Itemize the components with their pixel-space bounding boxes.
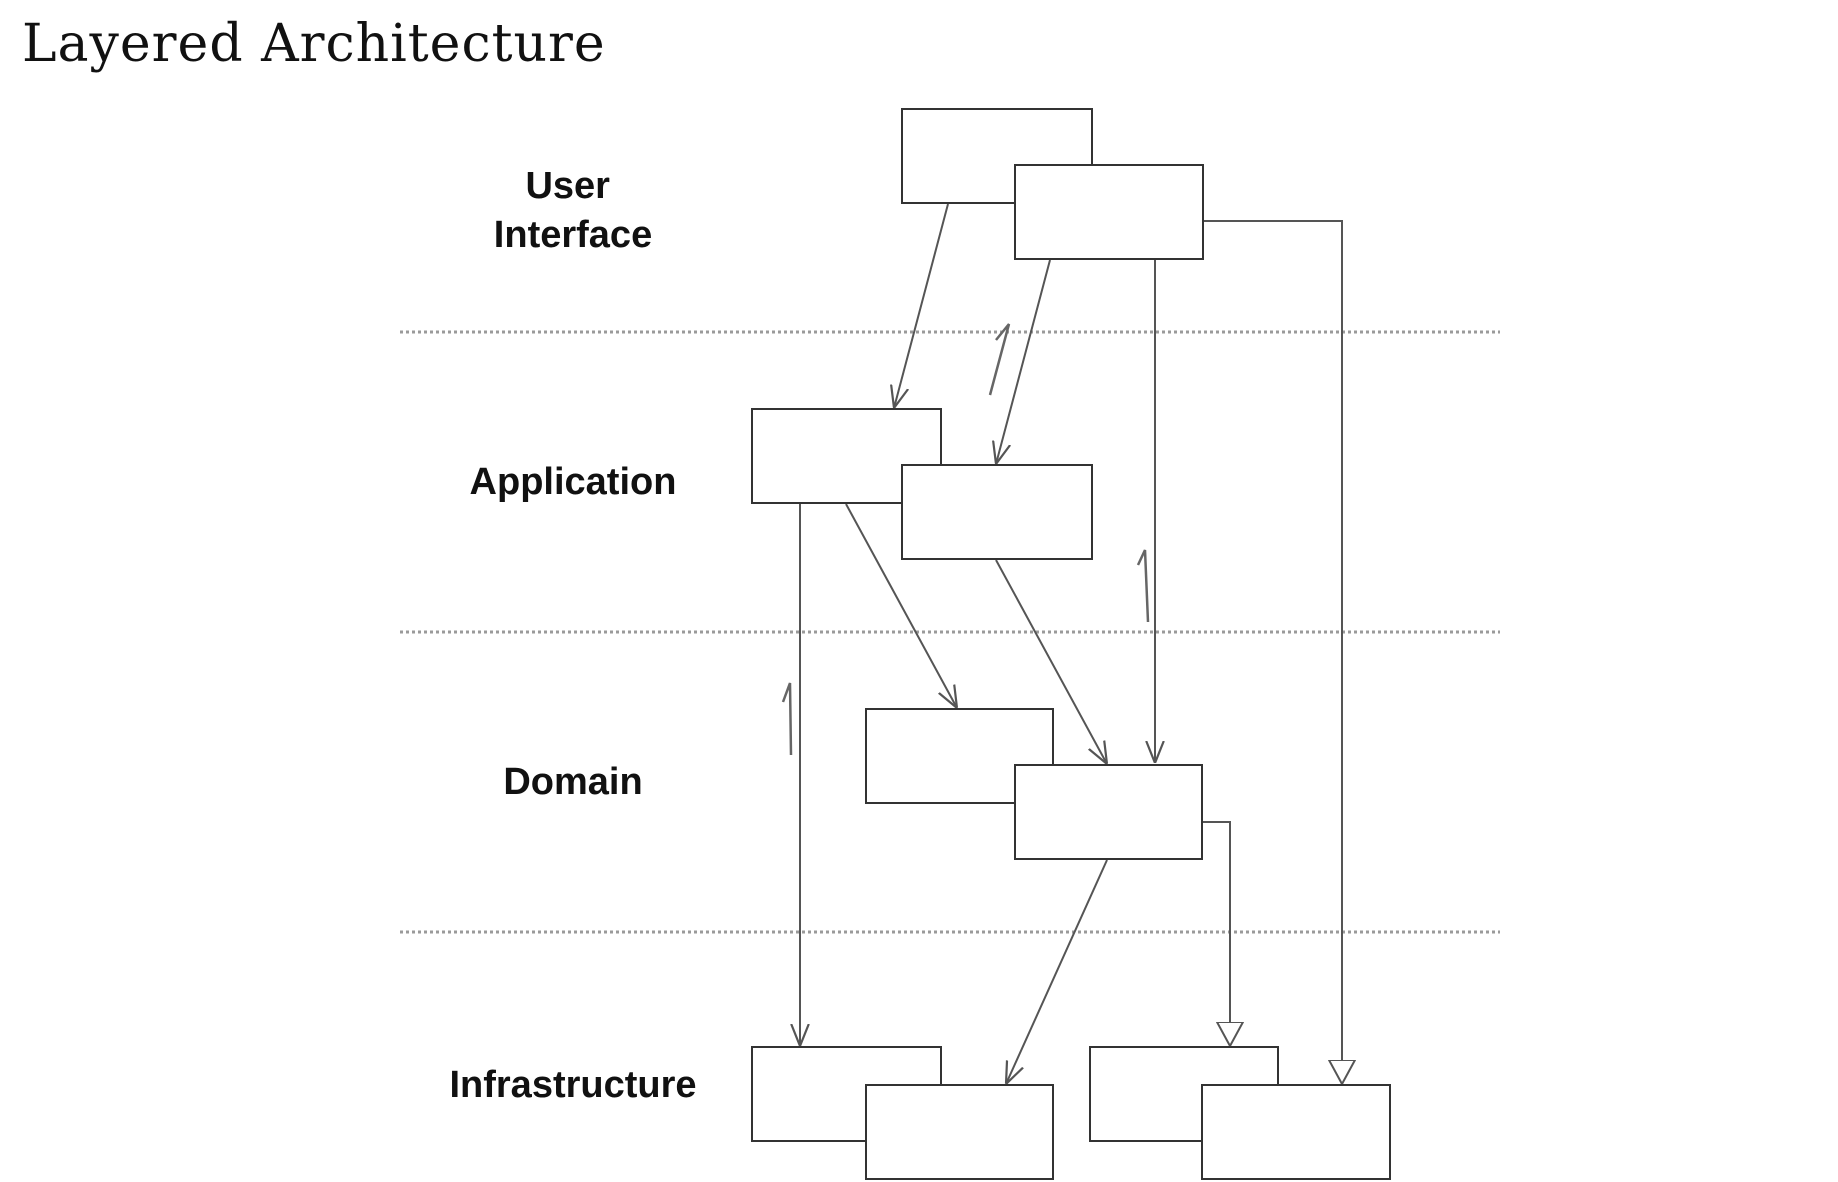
infrastructure-component-box bbox=[865, 1084, 1054, 1180]
ui-component-box bbox=[1014, 164, 1204, 260]
layer-label-application: Application bbox=[470, 461, 677, 503]
dependency-arrow-ui-to-application bbox=[996, 259, 1051, 464]
dependency-arrow-application-to-domain bbox=[995, 559, 1107, 764]
layer-label-ui-line-1: User bbox=[525, 165, 610, 207]
infrastructure-component-box bbox=[1201, 1084, 1391, 1180]
hand-drawn-tick-mark bbox=[781, 682, 793, 756]
hand-drawn-tick-mark bbox=[1136, 549, 1150, 623]
inheritance-arrow-domain-to-infrastructure bbox=[1202, 821, 1230, 1046]
hand-drawn-tick-mark bbox=[988, 323, 1011, 396]
application-component-box bbox=[901, 464, 1093, 560]
layer-label-user-interface: User Interface bbox=[494, 165, 652, 256]
dependency-arrow-domain-to-infrastructure bbox=[1006, 859, 1108, 1084]
page-title: Layered Architecture bbox=[22, 14, 606, 74]
inheritance-arrow-ui-to-infrastructure bbox=[1202, 220, 1342, 1084]
dependency-arrow-application-to-domain bbox=[845, 503, 957, 708]
layer-label-infrastructure: Infrastructure bbox=[449, 1064, 696, 1106]
dependency-arrow-ui-to-application bbox=[894, 203, 949, 408]
domain-component-box bbox=[1014, 764, 1203, 860]
layer-label-ui-line-2: Interface bbox=[494, 214, 652, 256]
layer-label-domain: Domain bbox=[503, 761, 642, 803]
